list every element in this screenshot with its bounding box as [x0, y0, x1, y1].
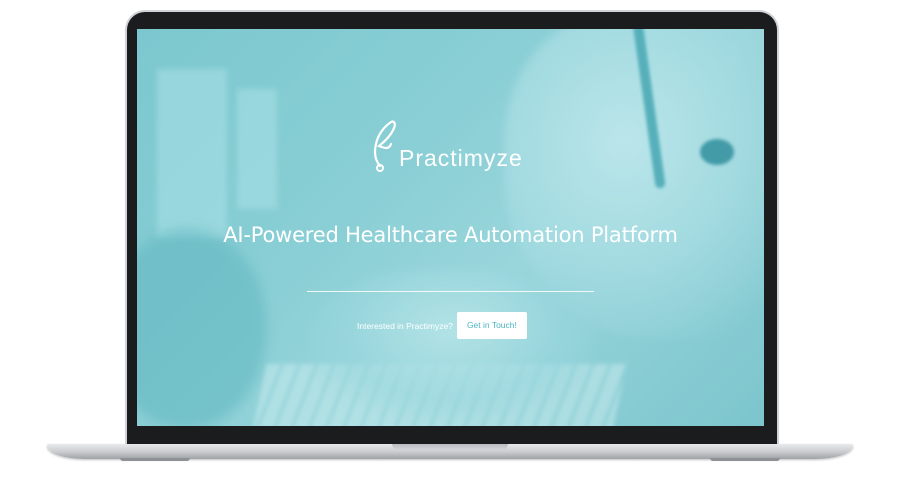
background-shape — [137, 229, 267, 426]
background-hands — [307, 269, 597, 419]
background-overlay — [137, 29, 764, 426]
brand-name: Practimyze — [399, 145, 523, 171]
hero-headline: AI-Powered Healthcare Automation Platfor… — [223, 223, 678, 247]
background-stethoscope-chest-piece — [700, 139, 734, 165]
laptop-screen: Practimyze AI-Powered Healthcare Automat… — [137, 29, 764, 426]
practimyze-logo-icon — [373, 120, 396, 172]
cta-row: Interested in Practimyze? Get in Touch! — [357, 312, 527, 339]
background-window — [237, 89, 277, 209]
cta-prompt: Interested in Practimyze? — [357, 320, 453, 331]
background-window — [157, 69, 227, 239]
laptop-foot — [120, 458, 190, 461]
laptop-notch — [392, 444, 508, 450]
divider — [307, 291, 594, 292]
brand-logo[interactable]: Practimyze — [371, 114, 541, 174]
laptop-foot — [710, 458, 780, 461]
get-in-touch-button[interactable]: Get in Touch! — [456, 312, 527, 339]
laptop-base — [47, 444, 853, 459]
